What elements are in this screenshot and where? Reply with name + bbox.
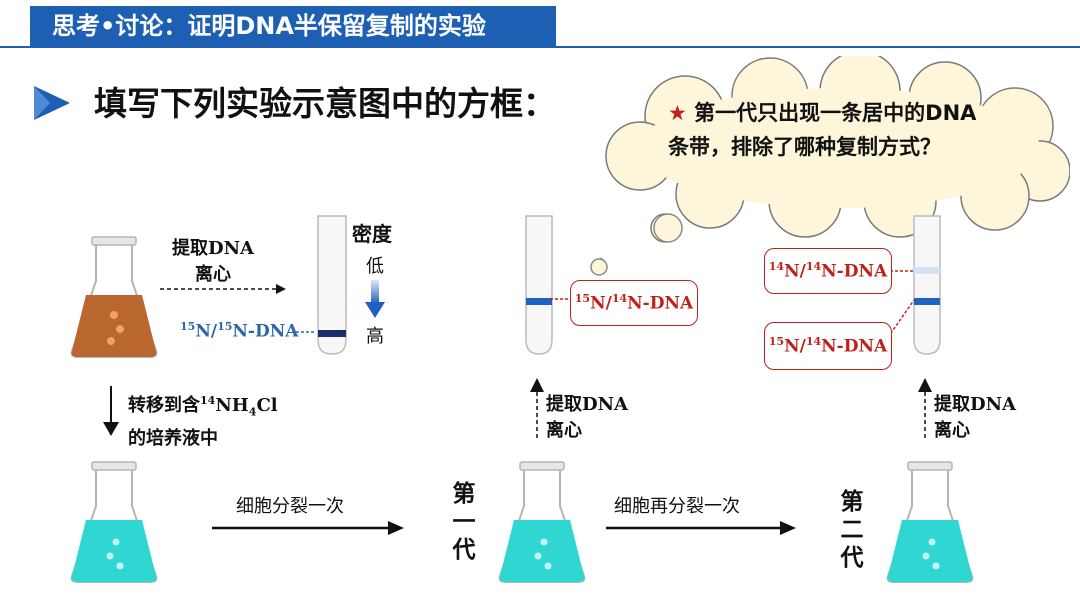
cloud-line-1: 第一代只出现一条居中的DNA (694, 101, 977, 125)
box-gen2-14n14n: 14N/14N-DNA (764, 248, 892, 294)
cloud-trail-bubbles (590, 213, 683, 276)
transfer-label: 转移到含14NH4Cl 的培养液中 (128, 394, 278, 449)
extract-label-1: 提取DNA 离心 (171, 238, 255, 285)
label-15n15n-dna: 15N/15N-DNA (180, 320, 299, 342)
title-bar: 思考•讨论：证明DNA半保留复制的实验 (30, 6, 556, 46)
triangle-bullet-icon (34, 86, 70, 120)
flask-15n-medium (70, 236, 158, 358)
flask-gen2 (886, 461, 974, 583)
arrow-down-transfer (103, 386, 119, 436)
test-tube-1 (317, 215, 347, 355)
band-gen2-light (914, 267, 940, 274)
arrow-divide-once (212, 521, 404, 535)
subtitle: 填写下列实验示意图中的方框： (94, 84, 556, 123)
flask-14n-parent (70, 461, 158, 583)
test-tube-gen2 (913, 215, 941, 355)
cloud-line-2: 条带，排除了哪种复制方式？ (668, 135, 941, 159)
box-gen2-15n14n: 15N/14N-DNA (764, 322, 892, 370)
leader-gen2-top (890, 270, 914, 272)
divide-once-label: 细胞分裂一次 (236, 496, 344, 517)
star-icon: ★ (668, 101, 687, 125)
band-gen2-hybrid (914, 298, 940, 305)
band-15n15n (318, 330, 346, 337)
density-down-arrow-icon (365, 280, 385, 318)
second-generation-label: 第二代 (840, 489, 864, 571)
arrow-up-extract-gen2 (918, 378, 932, 440)
density-title: 密度 (352, 222, 392, 246)
first-generation-label: 第一代 (452, 481, 476, 563)
arrow-divide-again (606, 521, 796, 535)
extract-label-gen2: 提取DNA 离心 (934, 394, 1017, 441)
title-underline (0, 46, 1080, 48)
leader-gen2-bottom (881, 299, 915, 347)
test-tube-gen1 (525, 215, 553, 355)
density-low: 低 (366, 256, 384, 277)
arrow-up-extract-gen1 (530, 378, 544, 440)
divide-again-label: 细胞再分裂一次 (614, 496, 740, 517)
slide-title: 思考•讨论：证明DNA半保留复制的实验 (52, 12, 486, 40)
box-gen1-15n14n: 15N/14N-DNA (570, 280, 698, 326)
density-high: 高 (366, 326, 384, 347)
extract-label-gen1: 提取DNA 离心 (546, 394, 629, 441)
cloud-question: ★ 第一代只出现一条居中的DNA 条带，排除了哪种复制方式？ (668, 96, 1024, 164)
dashed-arrow-extract (160, 284, 286, 294)
leader-15n15n (296, 331, 316, 333)
band-gen1-hybrid (526, 298, 552, 305)
leader-gen1 (550, 298, 572, 300)
flask-gen1 (498, 461, 586, 583)
thought-cloud (600, 56, 1070, 275)
